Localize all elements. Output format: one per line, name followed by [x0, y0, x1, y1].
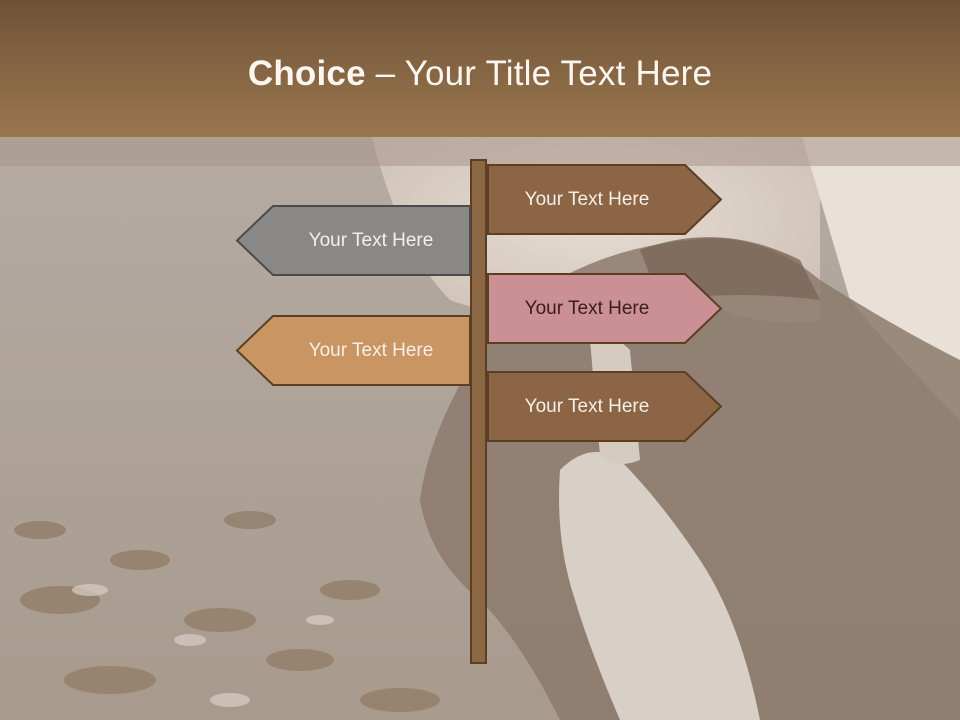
- sign-label: Your Text Here: [524, 188, 650, 210]
- arrow-right-shape: [487, 164, 723, 235]
- sign-label: Your Text Here: [308, 229, 434, 251]
- signpost-pole: [470, 159, 487, 664]
- sign-right-2[interactable]: Your Text Here: [487, 273, 723, 344]
- title-rest: – Your Title Text Here: [365, 54, 713, 93]
- sign-label: Your Text Here: [308, 339, 434, 361]
- title-bold: Choice: [247, 54, 366, 93]
- title-bar: [0, 0, 960, 137]
- sign-label: Your Text Here: [524, 297, 650, 319]
- sign-right-1[interactable]: Your Text Here: [487, 164, 723, 235]
- sign-right-3[interactable]: Your Text Here: [487, 371, 723, 442]
- arrow-right-shape: [487, 371, 723, 442]
- sign-label: Your Text Here: [524, 395, 650, 417]
- sign-left-1[interactable]: Your Text Here: [235, 205, 471, 276]
- slide-title[interactable]: Choice – Your Title Text Here: [0, 54, 960, 94]
- arrow-right-shape: [487, 273, 723, 344]
- sign-left-2[interactable]: Your Text Here: [235, 315, 471, 386]
- arrow-left-shape: [235, 315, 471, 386]
- arrow-left-shape: [235, 205, 471, 276]
